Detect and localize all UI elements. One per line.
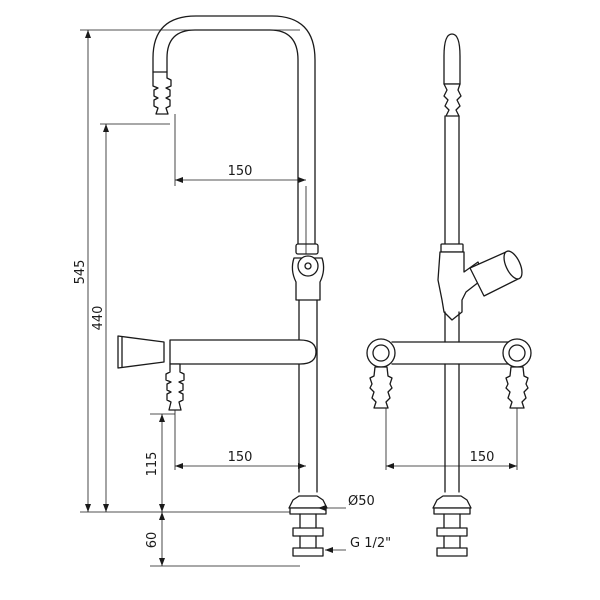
side-view	[117, 15, 328, 557]
side-outlet-nozzle	[165, 363, 185, 411]
label-side-reach: 150	[228, 450, 253, 465]
front-view	[366, 33, 532, 557]
dimension-lines	[80, 29, 518, 567]
front-cross-arm	[391, 341, 513, 365]
side-column	[298, 299, 318, 493]
front-valve-block	[437, 251, 485, 321]
front-right-valve-knob	[502, 338, 532, 368]
front-nut-lower	[436, 547, 468, 557]
side-arm	[169, 339, 317, 365]
front-left-outlet	[369, 366, 393, 409]
front-nozzle-rings	[443, 83, 462, 117]
front-column	[444, 311, 460, 493]
side-base-plate	[289, 507, 327, 515]
front-riser	[444, 115, 460, 247]
front-collar	[440, 243, 464, 253]
label-base-diameter: Ø50	[348, 494, 375, 509]
front-handle-end	[503, 250, 523, 280]
front-left-valve-knob	[366, 338, 396, 368]
label-total-height: 545	[73, 260, 88, 285]
side-collar	[295, 243, 319, 255]
label-thread: G 1/2"	[350, 536, 391, 551]
side-top-nozzle	[152, 71, 172, 115]
label-side-outlet-height: 115	[145, 452, 160, 477]
side-nut-lower	[292, 547, 324, 557]
side-gooseneck-inner	[152, 15, 316, 249]
front-base-flange	[432, 495, 472, 509]
label-front-reach: 150	[470, 450, 495, 465]
dimension-labels: 545 440 115 60 150 150 150 Ø50 G 1/2"	[73, 164, 494, 551]
front-shank-lower	[443, 535, 461, 549]
label-top-reach: 150	[228, 164, 253, 179]
side-nut-upper	[292, 527, 324, 537]
label-spout-height: 440	[91, 306, 106, 331]
front-nut-upper	[436, 527, 468, 537]
front-top-nozzle	[443, 33, 461, 85]
side-base-flange	[288, 495, 328, 509]
side-valve-knob	[297, 255, 319, 277]
front-right-valve-inner	[508, 344, 526, 362]
front-right-outlet	[505, 366, 529, 409]
side-shank-lower	[299, 535, 317, 549]
side-arm-handle	[117, 335, 165, 369]
side-shank	[299, 513, 317, 529]
side-gooseneck-outer	[166, 29, 299, 249]
front-base-plate	[433, 507, 471, 515]
side-valve-knob-center	[304, 262, 312, 270]
front-shank	[443, 513, 461, 529]
label-base-height: 60	[145, 532, 160, 549]
front-left-valve-inner	[372, 344, 390, 362]
